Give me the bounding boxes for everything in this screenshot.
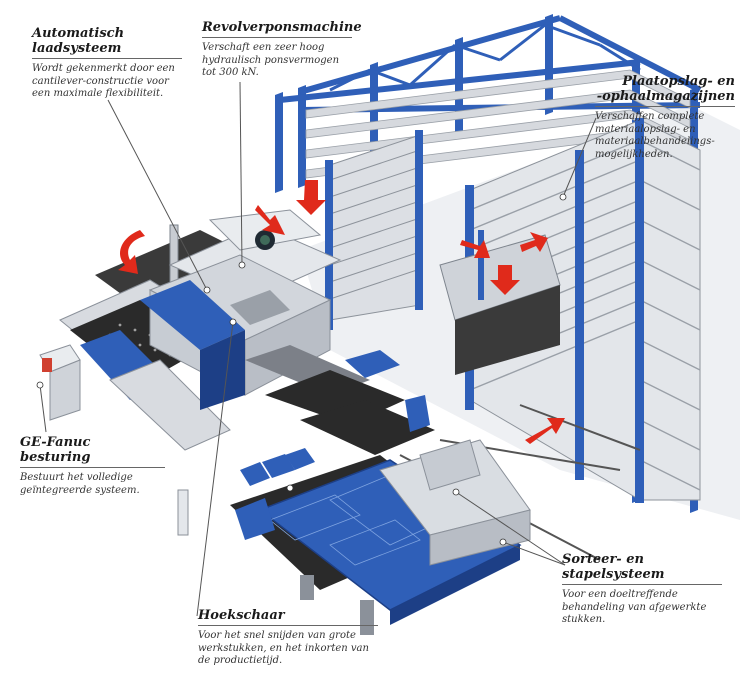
callout-title: Plaatopslag- en -ophaalmagazijnen [596,74,735,104]
callout-title: Revolverponsmachine [202,20,362,35]
callout-rule [202,37,352,38]
callout-rule [20,467,165,468]
callout-rule [562,584,722,585]
callout-description: Wordt gekenmerkt door een cantilever-con… [32,63,175,99]
callout-sorting: Sorteer- en stapelsysteem Voor een doelt… [562,552,722,627]
callout-description: Voor het snel snijden van grote werkstuk… [198,630,369,666]
callout-title: Automatisch laadsysteem [32,26,125,56]
callout-loading-system: Automatisch laadsysteem Wordt gekenmerkt… [32,26,182,101]
callout-description: Verschaffen complete materiaalopslag- en… [595,111,715,160]
callout-description: Verschaft een zeer hoog hydraulisch pons… [202,42,340,78]
callout-rule [595,106,735,107]
callout-title: GE-Fanuc besturing [20,435,91,465]
control-console [39,344,189,536]
callout-control: GE-Fanuc besturing Bestuurt het volledig… [20,435,165,497]
sorting-unit [379,439,531,566]
leader-lines [39,81,597,617]
callout-turret-punch: Revolverponsmachine Verschaft een zeer h… [202,20,362,80]
callout-description: Bestuurt het volledige geïntegreerde sys… [20,472,140,496]
callout-title: Sorteer- en stapelsysteem [562,552,665,582]
callout-description: Voor een doeltreffende behandeling van a… [562,589,707,625]
callout-shear: Hoekschaar Voor het snel snijden van gro… [198,608,378,668]
flow-arrows [118,180,565,444]
callout-storage: Plaatopslag- en -ophaalmagazijnen Versch… [595,74,735,161]
conveyor [245,345,435,455]
callout-rule [32,58,182,59]
callout-title: Hoekschaar [198,608,285,623]
marker-dots [36,193,567,546]
storage-rack [275,14,740,520]
callout-rule [198,625,378,626]
